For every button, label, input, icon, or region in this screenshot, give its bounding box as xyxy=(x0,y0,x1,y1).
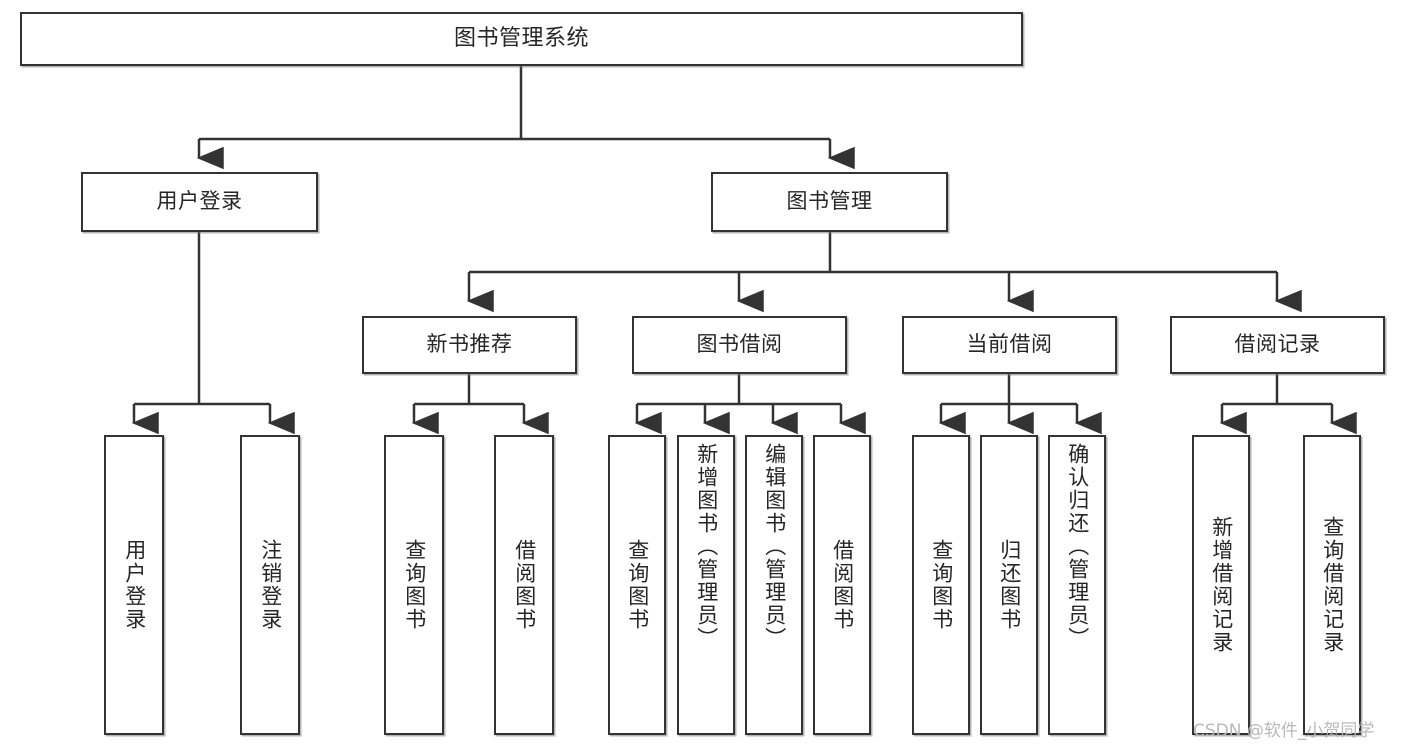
node-user-login[interactable]: 用户登录 xyxy=(81,172,318,232)
node-leaf-edit-book[interactable]: 编辑图书（管理员） xyxy=(745,435,803,735)
node-leaf-confirm-return[interactable]: 确认归还（管理员） xyxy=(1048,435,1106,735)
node-leaf-borrow-book-1[interactable]: 借阅图书 xyxy=(494,435,554,735)
node-leaf-add-book-label: 新增图书（管理员） xyxy=(694,443,719,650)
node-leaf-user-login-label: 用户登录 xyxy=(122,539,147,631)
node-new-book-recommend-label: 新书推荐 xyxy=(426,332,513,357)
node-current-borrow-label: 当前借阅 xyxy=(966,332,1053,357)
node-leaf-confirm-return-label: 确认归还（管理员） xyxy=(1065,443,1090,650)
node-root[interactable]: 图书管理系统 xyxy=(20,12,1023,66)
node-leaf-add-record[interactable]: 新增借阅记录 xyxy=(1192,435,1250,735)
node-new-book-recommend[interactable]: 新书推荐 xyxy=(362,316,577,374)
node-leaf-borrow-book-2-label: 借阅图书 xyxy=(830,539,855,631)
node-leaf-logout[interactable]: 注销登录 xyxy=(240,435,300,735)
node-book-borrow[interactable]: 图书借阅 xyxy=(632,316,847,374)
node-leaf-return-book[interactable]: 归还图书 xyxy=(980,435,1038,735)
node-leaf-query-book-2[interactable]: 查询图书 xyxy=(608,435,666,735)
node-leaf-query-book-3-label: 查询图书 xyxy=(929,539,954,631)
node-leaf-query-record[interactable]: 查询借阅记录 xyxy=(1303,435,1361,735)
node-leaf-add-book[interactable]: 新增图书（管理员） xyxy=(677,435,735,735)
node-leaf-user-login[interactable]: 用户登录 xyxy=(104,435,164,735)
node-book-borrow-label: 图书借阅 xyxy=(696,332,783,357)
node-leaf-query-book-1[interactable]: 查询图书 xyxy=(384,435,444,735)
node-leaf-borrow-book-1-label: 借阅图书 xyxy=(512,539,537,631)
node-leaf-add-record-label: 新增借阅记录 xyxy=(1209,516,1234,654)
node-book-manage[interactable]: 图书管理 xyxy=(711,172,948,232)
node-leaf-borrow-book-2[interactable]: 借阅图书 xyxy=(813,435,871,735)
node-leaf-query-book-1-label: 查询图书 xyxy=(402,539,427,631)
node-leaf-return-book-label: 归还图书 xyxy=(997,539,1022,631)
node-leaf-query-record-label: 查询借阅记录 xyxy=(1320,516,1345,654)
node-current-borrow[interactable]: 当前借阅 xyxy=(902,316,1117,374)
node-root-label: 图书管理系统 xyxy=(453,25,589,51)
node-borrow-record-label: 借阅记录 xyxy=(1234,332,1321,357)
node-user-login-label: 用户登录 xyxy=(156,189,243,214)
node-leaf-query-book-3[interactable]: 查询图书 xyxy=(912,435,970,735)
node-leaf-logout-label: 注销登录 xyxy=(258,539,283,631)
node-book-manage-label: 图书管理 xyxy=(786,189,873,214)
node-leaf-edit-book-label: 编辑图书（管理员） xyxy=(762,443,787,650)
node-leaf-query-book-2-label: 查询图书 xyxy=(625,539,650,631)
watermark: CSDN @软件_小贺同学 xyxy=(1193,721,1375,741)
node-borrow-record[interactable]: 借阅记录 xyxy=(1170,316,1385,374)
